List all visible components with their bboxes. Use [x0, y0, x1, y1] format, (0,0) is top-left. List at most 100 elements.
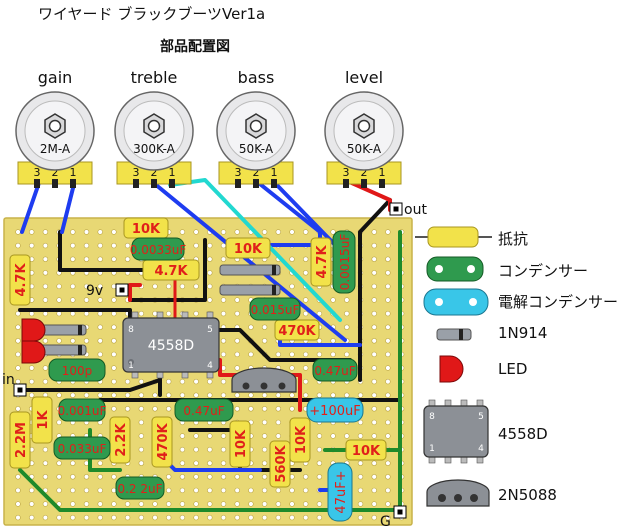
board-hole [97, 256, 103, 262]
film-cap-body [249, 297, 301, 321]
board-hole [385, 378, 391, 385]
board-hole [29, 242, 35, 249]
board-hole [42, 256, 49, 262]
legend-led-body [439, 355, 464, 383]
board-hole [111, 297, 117, 303]
board-hole [289, 487, 295, 494]
board-hole [316, 446, 323, 453]
board-hole [83, 242, 90, 249]
board-hole [357, 419, 364, 426]
board-hole [166, 392, 172, 398]
board-hole [248, 351, 254, 358]
board-hole [220, 392, 227, 398]
pot-pin-number: 1 [169, 166, 176, 179]
board-hole [344, 297, 350, 303]
pot-pin [343, 179, 349, 188]
board-hole [111, 338, 117, 344]
board-hole [385, 487, 391, 494]
board-hole [56, 460, 62, 466]
resistor-value: 4.7K [315, 245, 330, 279]
board-hole [303, 474, 309, 480]
electrolytic-body [306, 397, 364, 423]
board-hole [207, 514, 213, 521]
board-hole [261, 514, 268, 521]
pot-pin [169, 179, 175, 188]
board-hole [303, 351, 309, 358]
board-hole [316, 501, 323, 507]
film-cap-body [312, 358, 358, 382]
board-hole [83, 256, 90, 262]
film-cap-value: 0.47uF [314, 364, 355, 378]
film-cap-c-0015: 0.015uF [249, 297, 301, 321]
board-hole [357, 392, 364, 398]
resistor-body [310, 237, 332, 287]
diode-band [272, 265, 276, 275]
board-hole [166, 487, 172, 494]
pot-pin-number: 2 [253, 166, 260, 179]
board-hole [371, 406, 377, 412]
board-hole [261, 406, 268, 412]
board-hole [56, 514, 62, 521]
film-cap-value: 0.033uF [58, 442, 107, 456]
film-cap-value: 0.015uF [251, 303, 300, 317]
board-hole [42, 242, 49, 249]
board-hole [70, 474, 76, 480]
board-hole [261, 338, 268, 344]
board-hole [29, 514, 35, 521]
board-hole [357, 501, 364, 507]
board-hole [42, 446, 49, 453]
terminal-out-label: out [404, 202, 427, 218]
resistor-body [345, 439, 387, 461]
resistor-value: 470K [278, 324, 316, 339]
board-hole [371, 514, 377, 521]
board-hole [289, 392, 295, 398]
board-hole [179, 446, 186, 453]
board-hole [111, 229, 117, 235]
electrolytic-value: +100uF [309, 404, 360, 419]
film-cap-body [332, 230, 356, 294]
board-hole [83, 283, 90, 290]
wire-black [213, 328, 352, 362]
legend-capacitor-lead [467, 265, 475, 273]
board-hole [220, 378, 227, 385]
resistor-r-10k-c: 10K [229, 420, 251, 468]
legend-electrolytic-body [423, 288, 489, 316]
board-hole [316, 460, 323, 466]
board-hole [303, 310, 309, 317]
pot-pin [235, 179, 241, 188]
board-hole [385, 351, 391, 358]
board-hole [303, 270, 309, 276]
board-hole [15, 487, 21, 494]
board-hole [220, 487, 227, 494]
pot-label-level: level [344, 68, 384, 87]
wire-blue [253, 178, 322, 234]
resistor-value: 10K [132, 222, 161, 237]
board-hole [220, 514, 227, 521]
diode-body [219, 284, 281, 296]
board-hole [234, 351, 240, 358]
led-b [21, 340, 46, 364]
board-hole [207, 474, 213, 480]
resistor-body [31, 396, 53, 444]
board-hole [179, 474, 186, 480]
board-hole [56, 297, 62, 303]
pot-pin [70, 179, 76, 188]
board-hole [166, 406, 172, 412]
board-hole [138, 514, 145, 521]
terminal-ground: G [380, 505, 407, 530]
resistor-r-2m2: 2.2M [9, 411, 31, 469]
board-hole [138, 406, 145, 412]
wire-red [128, 283, 142, 302]
pot-shaft-icon [245, 113, 267, 139]
board-hole [83, 514, 90, 521]
board-hole [15, 378, 21, 385]
board-hole [97, 283, 103, 290]
legend-label-capacitor: コンデンサー [498, 262, 589, 280]
pot-value: 2M-A [40, 142, 71, 156]
electrolytic-e-100: +100uF [306, 397, 364, 423]
board-hole [193, 433, 199, 439]
board-hole [193, 283, 199, 290]
board-hole [138, 501, 145, 507]
